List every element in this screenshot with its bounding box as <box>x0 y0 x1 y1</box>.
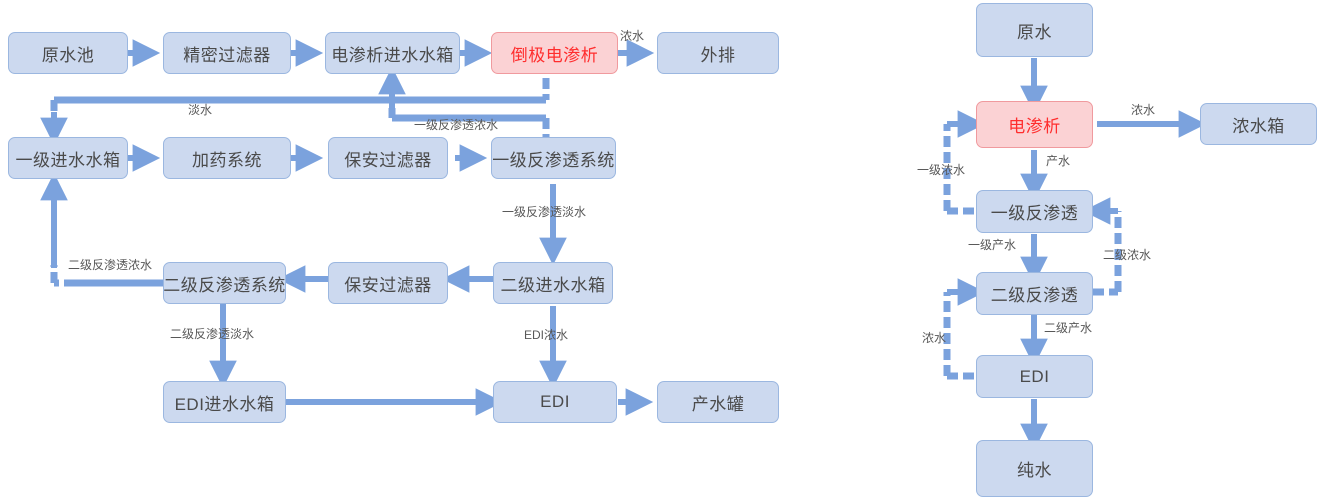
node-edi-unit[interactable]: EDI <box>976 355 1093 398</box>
node-label: 一级反渗透 <box>990 204 1079 223</box>
edge-label-stage2-concentrate: 二级浓水 <box>1103 248 1152 262</box>
node-stage2-feed-tank[interactable]: 二级进水水箱 <box>493 262 613 304</box>
node-product-water-tank[interactable]: 产水罐 <box>657 381 779 423</box>
edge-label-ed-product: 产水 <box>1046 154 1071 168</box>
node-label: 保安过滤器 <box>344 150 432 170</box>
node-precision-filter[interactable]: 精密过滤器 <box>163 32 291 74</box>
node-label: 产水罐 <box>691 394 745 414</box>
edge-label-ro2-concentrate: 二级反渗透浓水 <box>68 258 153 272</box>
node-label: 保安过滤器 <box>344 275 432 295</box>
node-label: 原水 <box>1017 22 1052 42</box>
node-stage1-feed-tank[interactable]: 一级进水水箱 <box>8 137 128 179</box>
node-pure-water[interactable]: 纯水 <box>976 440 1093 497</box>
node-label: 二级进水水箱 <box>500 275 606 295</box>
edge-label-edr-fresh-water: 淡水 <box>188 103 213 117</box>
node-label: 外排 <box>700 45 736 65</box>
edge-label-stage1-concentrate: 一级浓水 <box>917 163 966 177</box>
edge-label-stage1-product: 一级产水 <box>968 238 1017 252</box>
node-ro-stage-1[interactable]: 一级反渗透 <box>976 190 1093 233</box>
node-label: 精密过滤器 <box>183 45 271 65</box>
node-label: EDI <box>540 392 570 411</box>
node-label: EDI <box>1019 366 1050 386</box>
node-concentrate-tank[interactable]: 浓水箱 <box>1200 103 1317 145</box>
edge-label-edi-concentrate: EDI浓水 <box>524 328 569 342</box>
edge-label-ro1-concentrate: 一级反渗透浓水 <box>414 118 499 132</box>
node-dosing-system[interactable]: 加药系统 <box>163 137 291 179</box>
edge-label-edi-concentrate-right: 浓水 <box>922 331 947 345</box>
node-raw-water-pool[interactable]: 原水池 <box>8 32 128 74</box>
edge-edi-concentrate-right <box>943 278 986 380</box>
node-ro1-system[interactable]: 一级反渗透系统 <box>491 137 616 179</box>
node-label: 一级进水水箱 <box>15 150 121 170</box>
node-label: 倒极电渗析 <box>510 45 599 65</box>
node-edi-feed-tank[interactable]: EDI进水水箱 <box>163 381 286 423</box>
node-label: 原水池 <box>41 45 95 65</box>
node-raw-water[interactable]: 原水 <box>976 3 1093 57</box>
node-edr[interactable]: 倒极电渗析 <box>491 32 618 74</box>
node-label: 二级反渗透系统 <box>163 275 286 295</box>
node-label: 电渗析进水水箱 <box>331 45 454 65</box>
edge-label-stage2-product: 二级产水 <box>1044 321 1093 335</box>
node-electrodialysis[interactable]: 电渗析 <box>976 101 1093 148</box>
node-edi[interactable]: EDI <box>493 381 617 423</box>
node-label: 一级反渗透系统 <box>492 150 615 170</box>
node-label: 浓水箱 <box>1232 116 1285 136</box>
node-ed-feed-tank[interactable]: 电渗析进水水箱 <box>325 32 460 74</box>
node-security-filter-2[interactable]: 保安过滤器 <box>328 262 448 304</box>
node-ro-stage-2[interactable]: 二级反渗透 <box>976 272 1093 315</box>
node-label: 加药系统 <box>192 150 262 170</box>
node-security-filter-1[interactable]: 保安过滤器 <box>328 137 448 179</box>
edge-label-ro2-permeate: 二级反渗透淡水 <box>170 327 255 341</box>
node-discharge[interactable]: 外排 <box>657 32 779 74</box>
node-label: EDI进水水箱 <box>174 394 275 414</box>
edge-label-ed-concentrate: 浓水 <box>1131 103 1156 117</box>
edge-label-ro1-permeate: 一级反渗透淡水 <box>502 205 587 219</box>
edge-label-edr-concentrate: 浓水 <box>620 29 645 43</box>
node-label: 电渗析 <box>1008 117 1061 136</box>
node-label: 纯水 <box>1017 461 1052 480</box>
node-label: 二级反渗透 <box>990 286 1079 305</box>
node-ro2-system[interactable]: 二级反渗透系统 <box>163 262 286 304</box>
